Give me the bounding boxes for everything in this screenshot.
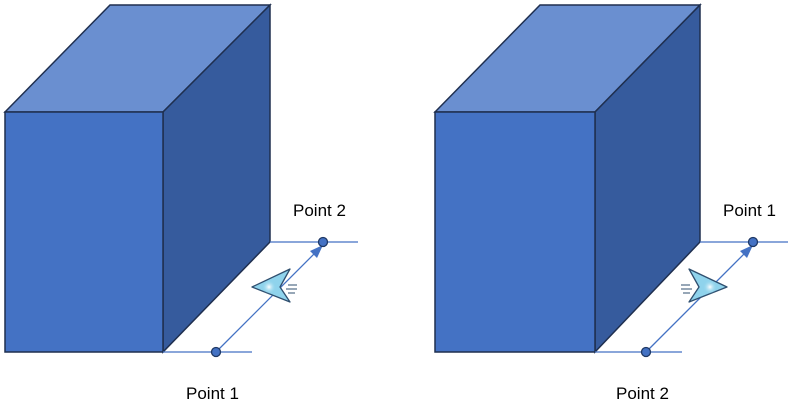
paper-plane-icon <box>681 268 728 303</box>
path-arrowhead <box>740 245 753 258</box>
box-3d <box>433 3 702 354</box>
paper-plane-icon <box>251 268 297 303</box>
path-arrowhead <box>310 245 323 258</box>
upper-point-label: Point 1 <box>723 201 776 220</box>
panel-right: Point 1 Point 2 <box>433 3 788 403</box>
box-3d <box>3 3 272 354</box>
box-front-face <box>4 111 164 353</box>
lower-point-label: Point 1 <box>186 384 239 403</box>
lower-point-label: Point 2 <box>616 384 669 403</box>
box-front-face <box>434 111 596 353</box>
upper-point-marker <box>747 236 759 248</box>
lower-point-marker <box>210 346 222 358</box>
upper-point-marker <box>317 236 329 248</box>
path-line <box>645 249 749 353</box>
path-line <box>215 249 319 353</box>
panel-left: Point 2 Point 1 <box>3 3 358 403</box>
lower-point-marker <box>640 346 652 358</box>
upper-point-label: Point 2 <box>293 201 346 220</box>
